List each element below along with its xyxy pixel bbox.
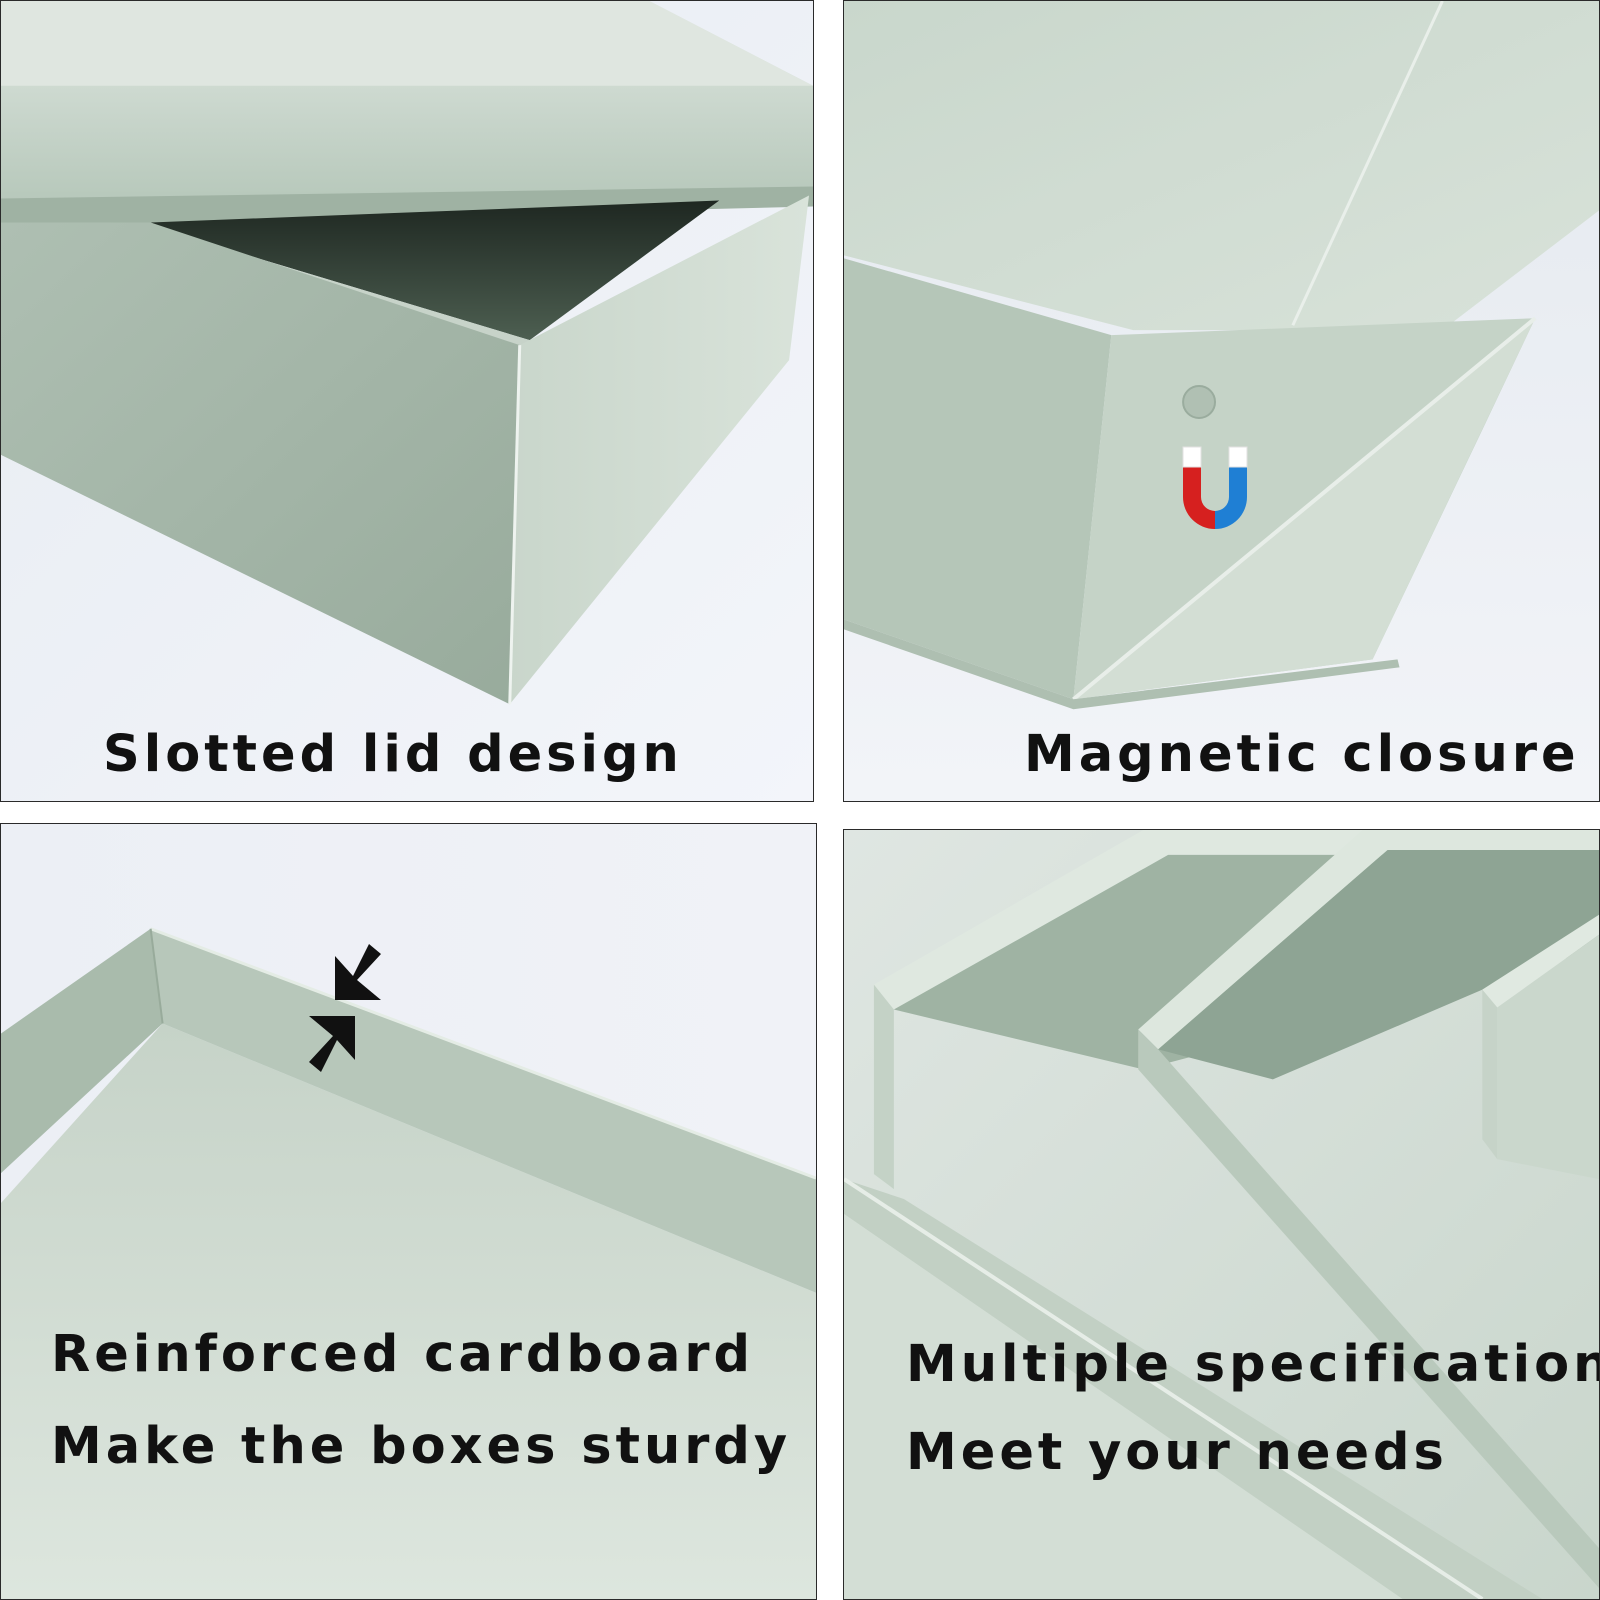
arrow-icon xyxy=(309,1016,355,1072)
nested-boxes-photo xyxy=(844,830,1599,1599)
panel-slotted-lid: Slotted lid design xyxy=(0,0,814,802)
magnetic-flap-photo xyxy=(844,1,1599,801)
box-wall-photo xyxy=(1,824,816,1599)
caption-magnetic-closure: Magnetic closure xyxy=(1024,725,1580,784)
caption-sturdy-boxes: Make the boxes sturdy xyxy=(51,1417,792,1476)
caption-slotted-lid: Slotted lid design xyxy=(103,725,683,784)
magnet-icon xyxy=(1182,446,1248,529)
panel-reinforced-cardboard: Reinforced cardboard Make the boxes stur… xyxy=(0,823,817,1600)
panel-multiple-specifications: Multiple specifications Meet your needs xyxy=(843,829,1600,1600)
box-lid-photo xyxy=(1,1,813,801)
panel-magnetic-closure: Magnetic closure xyxy=(843,0,1600,802)
caption-meet-needs: Meet your needs xyxy=(906,1423,1448,1482)
arrow-icon xyxy=(335,944,381,1000)
caption-multiple-specifications: Multiple specifications xyxy=(906,1335,1600,1394)
caption-reinforced-cardboard: Reinforced cardboard xyxy=(51,1325,755,1384)
